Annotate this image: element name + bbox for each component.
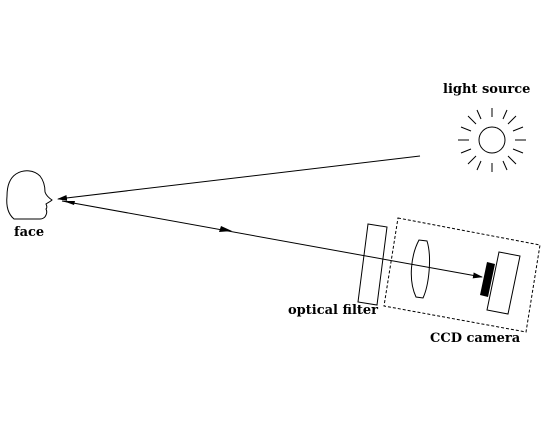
optical-filter-label: optical filter	[288, 303, 378, 318]
optical-filter	[357, 223, 388, 306]
incident-light-ray	[57, 155, 421, 201]
face-label: face	[14, 225, 44, 240]
light-source-label: light source	[443, 82, 530, 97]
reflected-light-ray	[61, 200, 483, 279]
reflected-ray-origin-arrow	[63, 201, 75, 205]
ccd-sensor	[480, 262, 495, 297]
lens	[410, 239, 431, 299]
ccd-camera-housing	[383, 217, 541, 333]
face-profile-icon	[6, 170, 53, 220]
reflected-ray-mid-arrow	[219, 226, 232, 232]
ccd-camera-label: CCD camera	[430, 331, 521, 346]
sun-icon	[458, 108, 526, 172]
camera-body	[486, 251, 521, 315]
